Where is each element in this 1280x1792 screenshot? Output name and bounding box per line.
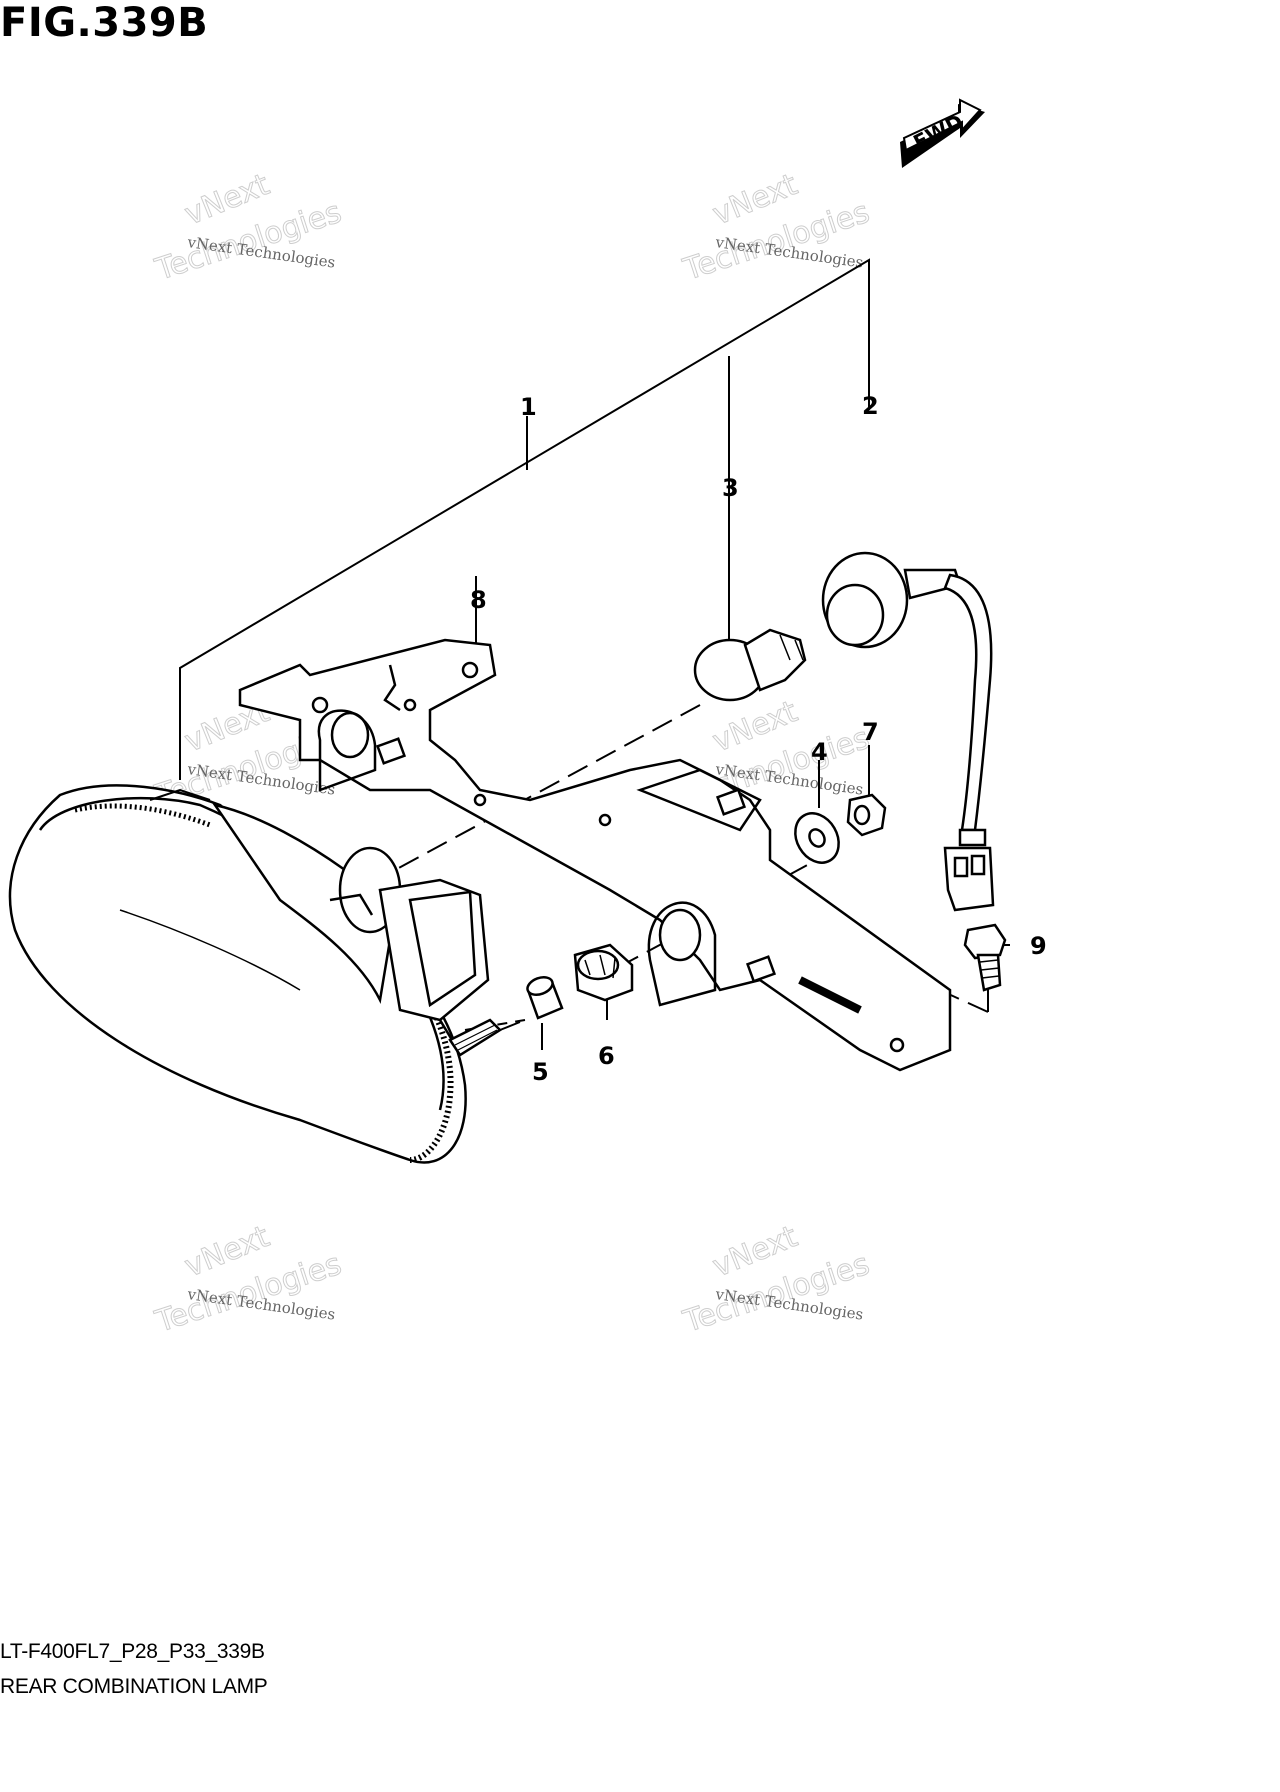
footer-part-group: REAR COMBINATION LAMP <box>0 1675 268 1698</box>
callout-4: 4 <box>811 738 828 766</box>
footer-model-code: LT-F400FL7_P28_P33_339B <box>0 1640 265 1663</box>
bulb <box>693 628 807 702</box>
callout-3: 3 <box>722 474 739 502</box>
bulb-socket-harness <box>821 551 995 912</box>
figure-title: FIG.339B <box>0 0 209 46</box>
lamp-body <box>212 803 502 1057</box>
callout-9: 9 <box>1030 932 1047 960</box>
watermark-bottom-left: vNext Technologies vNext Technologies <box>150 1219 346 1341</box>
fwd-label: FWD <box>909 109 967 154</box>
spacer <box>526 976 564 1020</box>
nut <box>846 793 887 837</box>
watermark-bottom-right: vNext Technologies vNext Technologies <box>678 1219 874 1341</box>
callout-labels: 1 2 3 4 5 6 7 8 9 <box>470 392 1047 1086</box>
callout-2: 2 <box>862 392 879 420</box>
bolt <box>963 923 1007 992</box>
mounting-bracket <box>238 638 952 1072</box>
watermark-top-left: vNext Technologies vNext Technologies <box>150 167 346 289</box>
callout-6: 6 <box>598 1042 615 1070</box>
callout-5: 5 <box>532 1058 549 1086</box>
callout-8: 8 <box>470 586 487 614</box>
grommet-nut <box>573 943 634 1002</box>
watermark-top-right: vNext Technologies vNext Technologies <box>678 167 874 289</box>
callout-7: 7 <box>862 718 879 746</box>
washer <box>794 812 840 864</box>
callout-1: 1 <box>520 393 537 421</box>
fwd-arrow-icon: FWD <box>900 98 985 168</box>
